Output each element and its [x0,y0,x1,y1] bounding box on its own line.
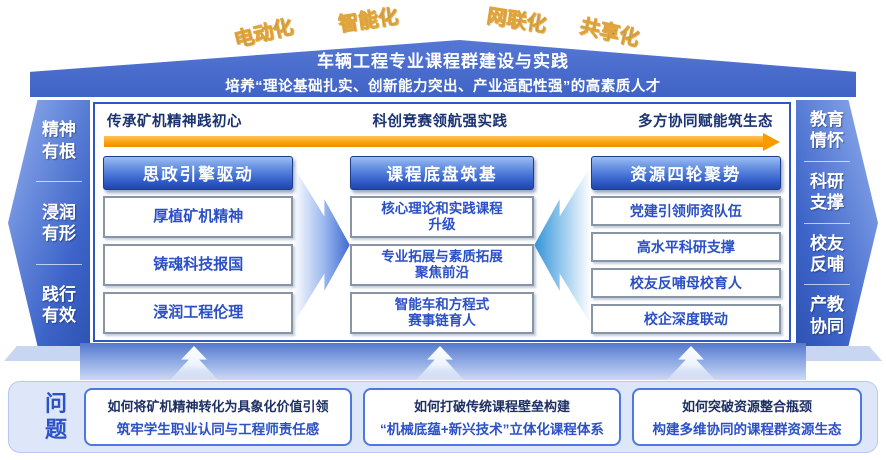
column-box: 智能车和方程式 赛事链育人 [349,292,535,334]
right-banner-item: 产教协同 [810,295,844,336]
column-ideology: 思政引擎驱动 厚植矿机精神 铸魂科技报国 浸润工程伦理 [103,156,294,334]
platform-band [80,343,806,380]
diagram-title: 车辆工程专业课程群建设与实践 [317,52,569,71]
roof-tag-intelligence: 智能化 [337,5,400,37]
column-box: 铸魂科技报国 [103,244,294,286]
column-box: 专业拓展与素质拓展 聚焦前沿 [349,244,535,286]
question-line2: 构建多维协同的课程群资源生态 [652,422,842,437]
left-banner-base [4,346,96,361]
question-line1: 如何突破资源整合瓶颈 [681,399,812,414]
right-arrow-icon [293,166,350,324]
questions-panel: 问题 如何将矿机精神转化为具象化价值引领 筑牢学生职业认同与工程师责任感 如何打… [8,381,878,453]
column-header: 资源四轮聚势 [590,156,782,190]
question-line1: 如何打破传统课程壁垒构建 [413,399,570,414]
right-banner-base [790,346,882,361]
flow-label-ecosystem: 多方协同赋能筑生态 [638,114,773,130]
diagram-subtitle: 培养“理论基础扎实、创新能力突出、产业适配性强”的高素质人才 [225,79,661,95]
roof-tag-sharing: 共享化 [577,15,642,51]
flow-labels-row: 传承矿机精神践初心 科创竞赛领航强实践 多方协同赋能筑生态 [103,108,781,134]
column-curriculum: 课程底盘筑基 核心理论和实践课程 升级 专业拓展与素质拓展 聚焦前沿 智能车和方… [349,156,535,334]
questions-label: 问题 [44,390,67,442]
left-banner-item: 浸润有形 [42,202,76,243]
divider [804,284,850,286]
column-header: 课程底盘筑基 [349,156,535,190]
left-banner-item: 践行有效 [42,285,76,326]
column-header: 思政引擎驱动 [103,156,294,190]
column-box: 高水平科研支撑 [590,232,782,262]
orange-arrow-bar [104,136,763,147]
left-banner: 精神有根 浸润有形 践行有效 [8,100,90,346]
left-banner-item: 精神有根 [42,120,76,161]
right-banner-item: 教育情怀 [810,110,844,151]
divider [804,222,850,224]
column-box: 厚植矿机精神 [103,196,294,238]
up-arrow-icon [667,346,715,380]
up-arrow-icon [416,346,464,380]
right-banner-item: 科研支撑 [810,171,844,213]
roof-banner: 车辆工程专业课程群建设与实践 培养“理论基础扎实、创新能力突出、产业适配性强”的… [30,40,856,97]
right-banner: 教育情怀 科研支撑 校友反哺 产教协同 [796,100,878,346]
main-panel: 传承矿机精神践初心 科创竞赛领航强实践 多方协同赋能筑生态 思政引擎驱动 厚植矿… [93,102,791,342]
question-box: 如何突破资源整合瓶颈 构建多维协同的课程群资源生态 [632,388,862,446]
orange-flow-arrow [104,132,780,151]
question-box: 如何将矿机精神转化为具象化价值引领 筑牢学生职业认同与工程师责任感 [84,388,352,446]
column-box: 核心理论和实践课程 升级 [349,196,535,238]
divider [36,263,82,265]
divider [36,181,82,183]
flow-label-practice: 科创竞赛领航强实践 [372,114,508,130]
orange-arrow-head-icon [763,132,780,151]
question-line2: 筑牢学生职业认同与工程师责任感 [116,422,320,437]
column-box: 浸润工程伦理 [103,292,294,334]
column-box: 党建引领师资队伍 [590,196,782,226]
roof-tag-connectivity: 网联化 [485,5,548,37]
divider [804,160,850,162]
up-arrow-icon [170,346,218,380]
question-line1: 如何将矿机精神转化为具象化价值引领 [107,399,329,414]
question-box: 如何打破传统课程壁垒构建 “机械底蕴+新兴技术”立体化课程体系 [363,388,621,446]
column-resources: 资源四轮聚势 党建引领师资队伍 高水平科研支撑 校友反哺母校育人 校企深度联动 [590,156,782,334]
question-line2: “机械底蕴+新兴技术”立体化课程体系 [380,422,604,437]
column-box: 校友反哺母校育人 [590,268,782,298]
columns-row: 思政引擎驱动 厚植矿机精神 铸魂科技报国 浸润工程伦理 课程底盘筑基 核心理论和… [103,156,782,334]
column-box: 校企深度联动 [590,304,782,334]
left-arrow-icon [534,166,591,324]
flow-label-spirit: 传承矿机精神践初心 [107,114,242,130]
right-banner-item: 校友反哺 [810,233,844,274]
roof-tag-electrification: 电动化 [231,15,296,53]
